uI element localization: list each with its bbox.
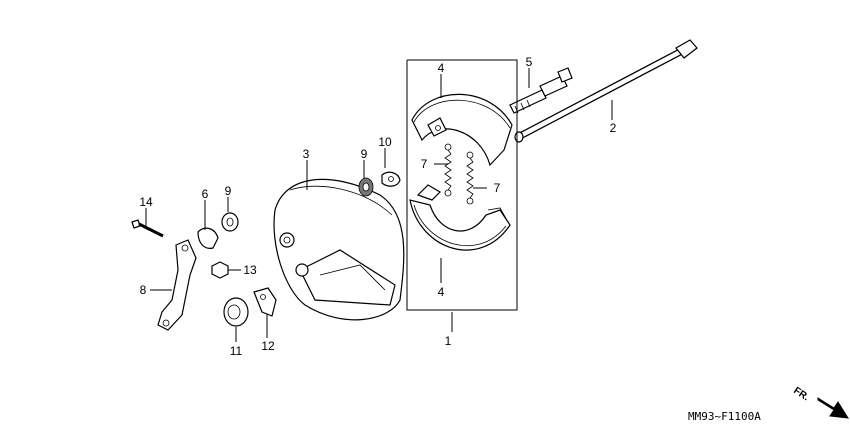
shoe-set-bracket xyxy=(406,59,518,311)
brake-panel xyxy=(273,178,405,321)
callout-12: 12 xyxy=(261,339,275,353)
callout-8: 8 xyxy=(140,283,147,297)
diagram-code: MM93~F1100A xyxy=(688,410,761,423)
callout-14: 14 xyxy=(139,195,153,209)
leader-lines xyxy=(145,68,613,342)
upper-brake-shoe xyxy=(411,93,513,167)
callout-4-lower: 4 xyxy=(438,285,445,299)
callout-7-right: 7 xyxy=(494,181,501,195)
callout-13: 13 xyxy=(243,263,257,277)
seal-and-washer xyxy=(358,171,401,197)
callout-9-left: 9 xyxy=(225,184,232,198)
callout-5: 5 xyxy=(526,55,533,69)
callout-7-left: 7 xyxy=(421,157,428,171)
callout-6: 6 xyxy=(202,187,209,201)
callout-3: 3 xyxy=(303,147,310,161)
callout-9-right: 9 xyxy=(361,147,368,161)
lower-brake-shoe xyxy=(409,184,511,251)
front-arrow-icon xyxy=(817,397,849,419)
front-direction-label: FR. xyxy=(791,385,811,403)
callout-2: 2 xyxy=(610,121,617,135)
cam-part xyxy=(509,67,573,114)
springs xyxy=(444,143,474,205)
callout-1: 1 xyxy=(445,334,452,348)
callout-11: 11 xyxy=(230,344,243,358)
left-small-parts xyxy=(131,212,277,331)
callout-4-upper: 4 xyxy=(438,61,445,75)
front-direction-indicator: FR. xyxy=(791,385,849,419)
callout-10: 10 xyxy=(378,135,392,149)
